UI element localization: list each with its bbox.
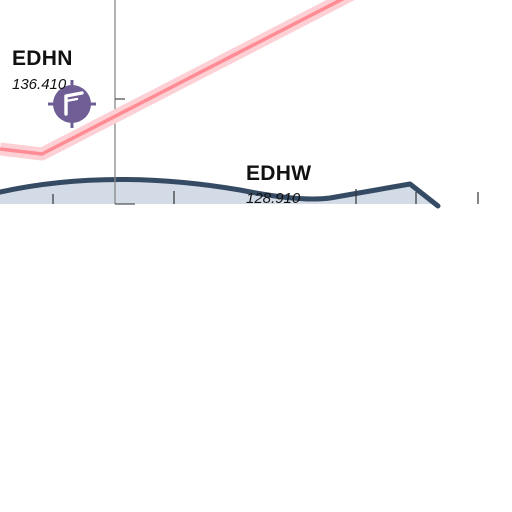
route-line[interactable] [0,0,360,156]
blank-area [0,204,512,512]
airport-frequency-edhn: 136.410 [12,76,67,93]
airport-code-edhn: EDHN [12,47,73,70]
airport-code-edhw: EDHW [246,162,312,185]
airport-frequency-edhw: 128.910 [246,190,301,204]
airspace-border [0,177,441,209]
airport-icon[interactable] [48,80,96,128]
